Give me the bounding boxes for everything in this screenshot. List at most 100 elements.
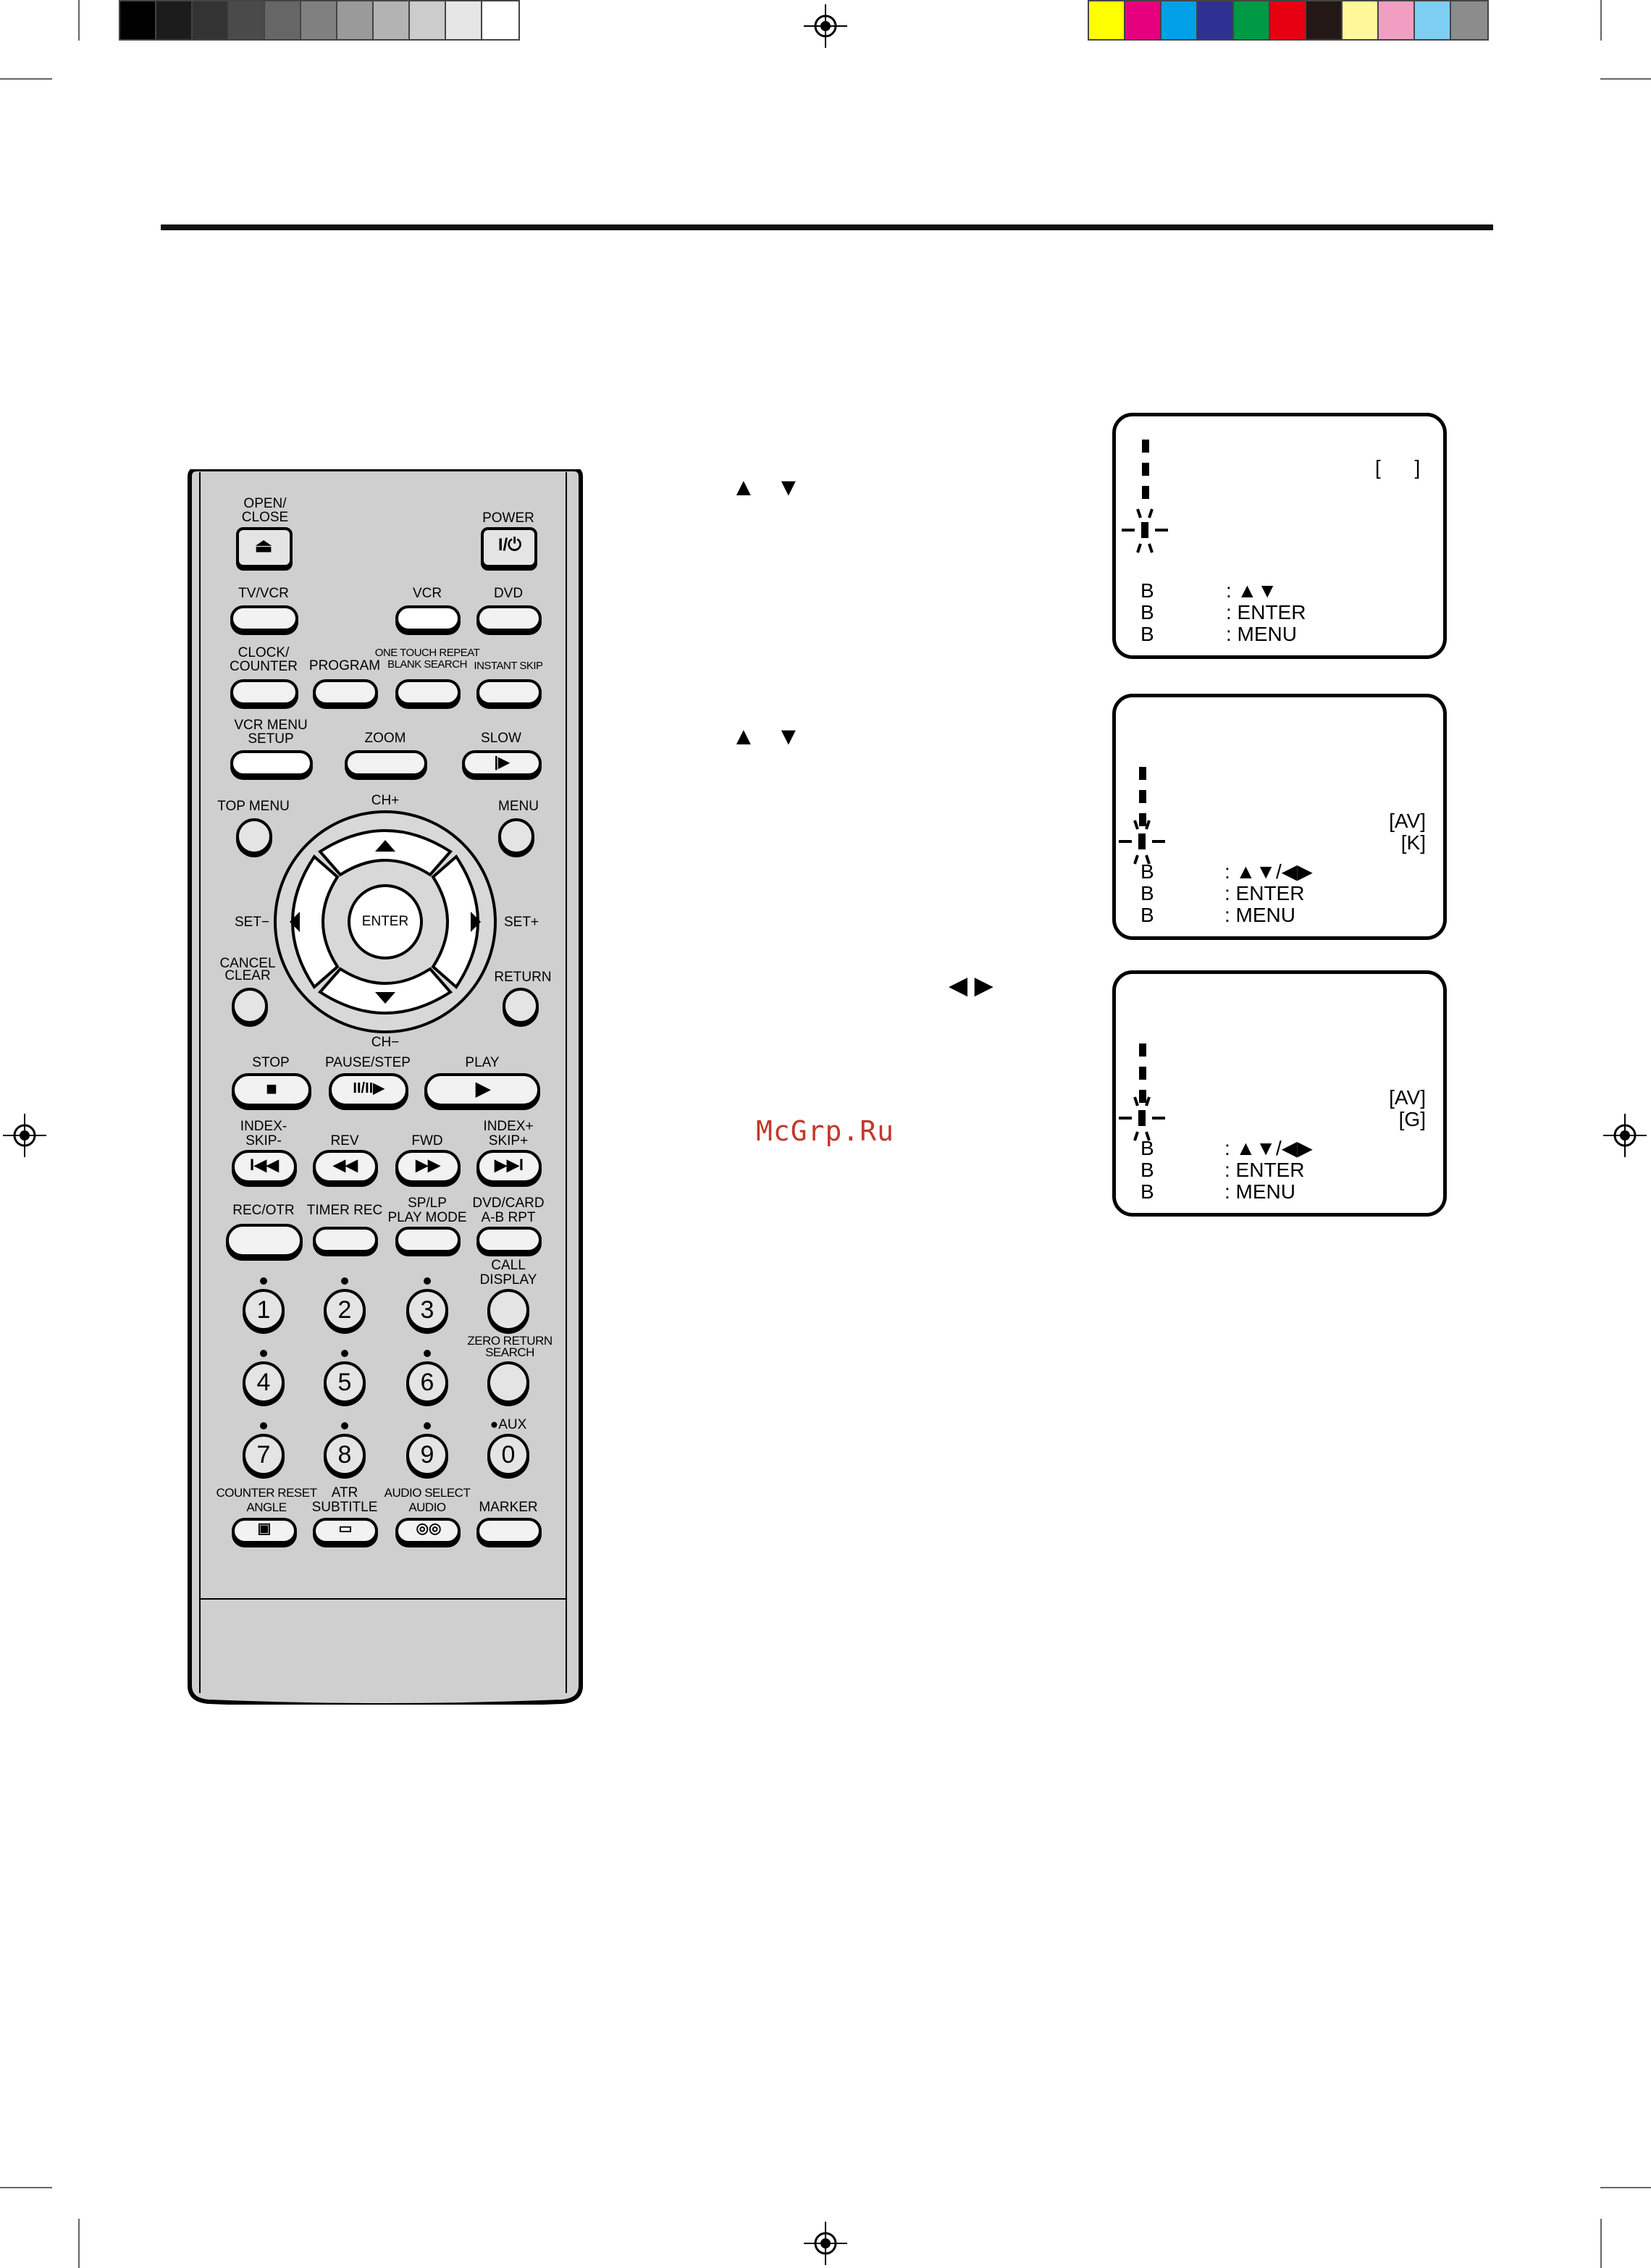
crop-mark (1600, 0, 1602, 41)
cursor-blink-icon (1119, 1096, 1165, 1141)
legend-b2: B (1140, 1159, 1154, 1181)
dot (341, 1422, 348, 1429)
ch-down-button[interactable] (323, 969, 448, 1020)
setup-button[interactable] (230, 750, 313, 776)
dvd-card-button[interactable] (476, 1227, 542, 1253)
gray-swatch-1 (120, 1, 156, 39)
header-rule (161, 224, 1493, 230)
step2-arrows: ▲ ▼ (731, 723, 801, 750)
set-minus-button[interactable] (281, 860, 337, 983)
fwd-button[interactable] (395, 1150, 461, 1183)
menu-marker (1139, 813, 1146, 826)
legend-menu: : MENU (1226, 623, 1297, 645)
digit-0-button[interactable]: 0 (487, 1434, 529, 1476)
stop-button[interactable] (232, 1073, 311, 1106)
legend-enter: : ENTER (1224, 882, 1305, 904)
digit-8-button[interactable]: 8 (324, 1434, 366, 1476)
power-button[interactable] (481, 527, 537, 568)
digit-6-button[interactable]: 6 (406, 1361, 448, 1403)
dot (260, 1277, 267, 1285)
tv-vcr-button[interactable] (230, 605, 298, 631)
digit-9-button[interactable]: 9 (406, 1434, 448, 1476)
skip-plus-button[interactable] (476, 1150, 542, 1183)
crop-mark (1600, 2219, 1602, 2268)
legend-select: : ▲▼/◀▶ (1224, 860, 1313, 883)
fast-forward-icon: ▶▶ (416, 1156, 440, 1174)
vcr-label: VCR (412, 586, 442, 601)
zero-return-button[interactable] (487, 1361, 529, 1403)
legend-menu: : MENU (1224, 1180, 1295, 1203)
marker-label: MARKER (479, 1500, 538, 1515)
power-icon: I/⏻ (497, 535, 522, 555)
ch-plus-label: CH+ (371, 793, 400, 808)
vcr-button[interactable] (395, 605, 461, 631)
marker-button[interactable] (476, 1518, 542, 1544)
set-minus-label: SET− (234, 915, 270, 930)
osd-screen-2: [AV] [K] B B B : ▲▼/◀▶ : ENTER : MENU (1112, 694, 1447, 940)
one-touch-button[interactable] (395, 679, 461, 705)
dot (341, 1350, 348, 1357)
timer-rec-button[interactable] (313, 1227, 378, 1253)
menu-marker (1139, 1090, 1146, 1103)
gray-swatch-6 (301, 1, 337, 39)
rev-button[interactable] (313, 1150, 378, 1183)
pause-step-button[interactable] (329, 1073, 408, 1106)
color-swatch-8 (1343, 1, 1379, 39)
digit-2-button[interactable]: 2 (324, 1289, 366, 1331)
gray-swatch-4 (229, 1, 265, 39)
eject-button[interactable] (236, 527, 293, 568)
color-swatch-10 (1415, 1, 1451, 39)
play-button[interactable] (424, 1073, 540, 1106)
ch-minus-label: CH− (371, 1035, 400, 1050)
color-swatch-5 (1234, 1, 1270, 39)
dot (260, 1422, 267, 1429)
legend-b3: B (1140, 904, 1154, 926)
clock-counter-button[interactable] (230, 679, 298, 705)
digit-5-button[interactable]: 5 (324, 1361, 366, 1403)
dvd-button[interactable] (476, 605, 542, 631)
digit-7-button[interactable]: 7 (243, 1434, 285, 1476)
skip-minus-button[interactable] (232, 1150, 297, 1183)
set-plus-button[interactable] (433, 860, 490, 983)
call-display-button[interactable] (487, 1289, 529, 1331)
sp-lp-button[interactable] (395, 1227, 461, 1253)
subtitle-icon: ▭ (338, 1521, 353, 1537)
enter-label[interactable]: ENTER (361, 914, 409, 929)
audio-button[interactable] (395, 1518, 461, 1544)
atr-subtitle-label: ATR SUBTITLE (311, 1485, 378, 1515)
sp-lp-label: SP/LP PLAY MODE (387, 1196, 467, 1225)
instant-skip-button[interactable] (476, 679, 542, 705)
return-button[interactable] (503, 988, 539, 1024)
legend-menu: : MENU (1224, 904, 1295, 926)
gray-swatch-2 (156, 1, 193, 39)
slow-button[interactable] (462, 750, 542, 776)
angle-button[interactable] (232, 1518, 297, 1544)
return-label: RETURN (494, 970, 552, 985)
program-button[interactable] (313, 679, 378, 705)
zoom-button[interactable] (345, 750, 427, 776)
cancel-button[interactable] (232, 988, 268, 1024)
osd-screen-1: [ ] B B B : ▲▼ : ENTER : MENU (1112, 413, 1447, 659)
digit-1-button[interactable]: 1 (243, 1289, 285, 1331)
step1-arrows: ▲ ▼ (731, 474, 801, 501)
legend-enter: : ENTER (1226, 601, 1306, 623)
rec-otr-button[interactable] (226, 1224, 303, 1257)
digit-4-button[interactable]: 4 (243, 1361, 285, 1403)
program-label: PROGRAM (308, 658, 381, 673)
subtitle-button[interactable] (313, 1518, 378, 1544)
gray-swatch-7 (337, 1, 374, 39)
color-swatch-6 (1270, 1, 1306, 39)
ch-up-button[interactable] (323, 824, 448, 875)
menu-marker (1139, 1067, 1146, 1080)
legend-b3: B (1140, 623, 1154, 645)
top-menu-button[interactable] (236, 818, 272, 854)
legend-b1: B (1140, 860, 1154, 883)
crop-mark (1600, 78, 1651, 80)
menu-button[interactable] (498, 818, 534, 854)
registration-mark-right (1603, 1114, 1647, 1157)
stop-icon: ■ (266, 1078, 277, 1099)
legend-b2: B (1140, 601, 1154, 623)
play-icon: ▶ (476, 1078, 490, 1099)
legend-b2: B (1140, 882, 1154, 904)
digit-3-button[interactable]: 3 (406, 1289, 448, 1331)
